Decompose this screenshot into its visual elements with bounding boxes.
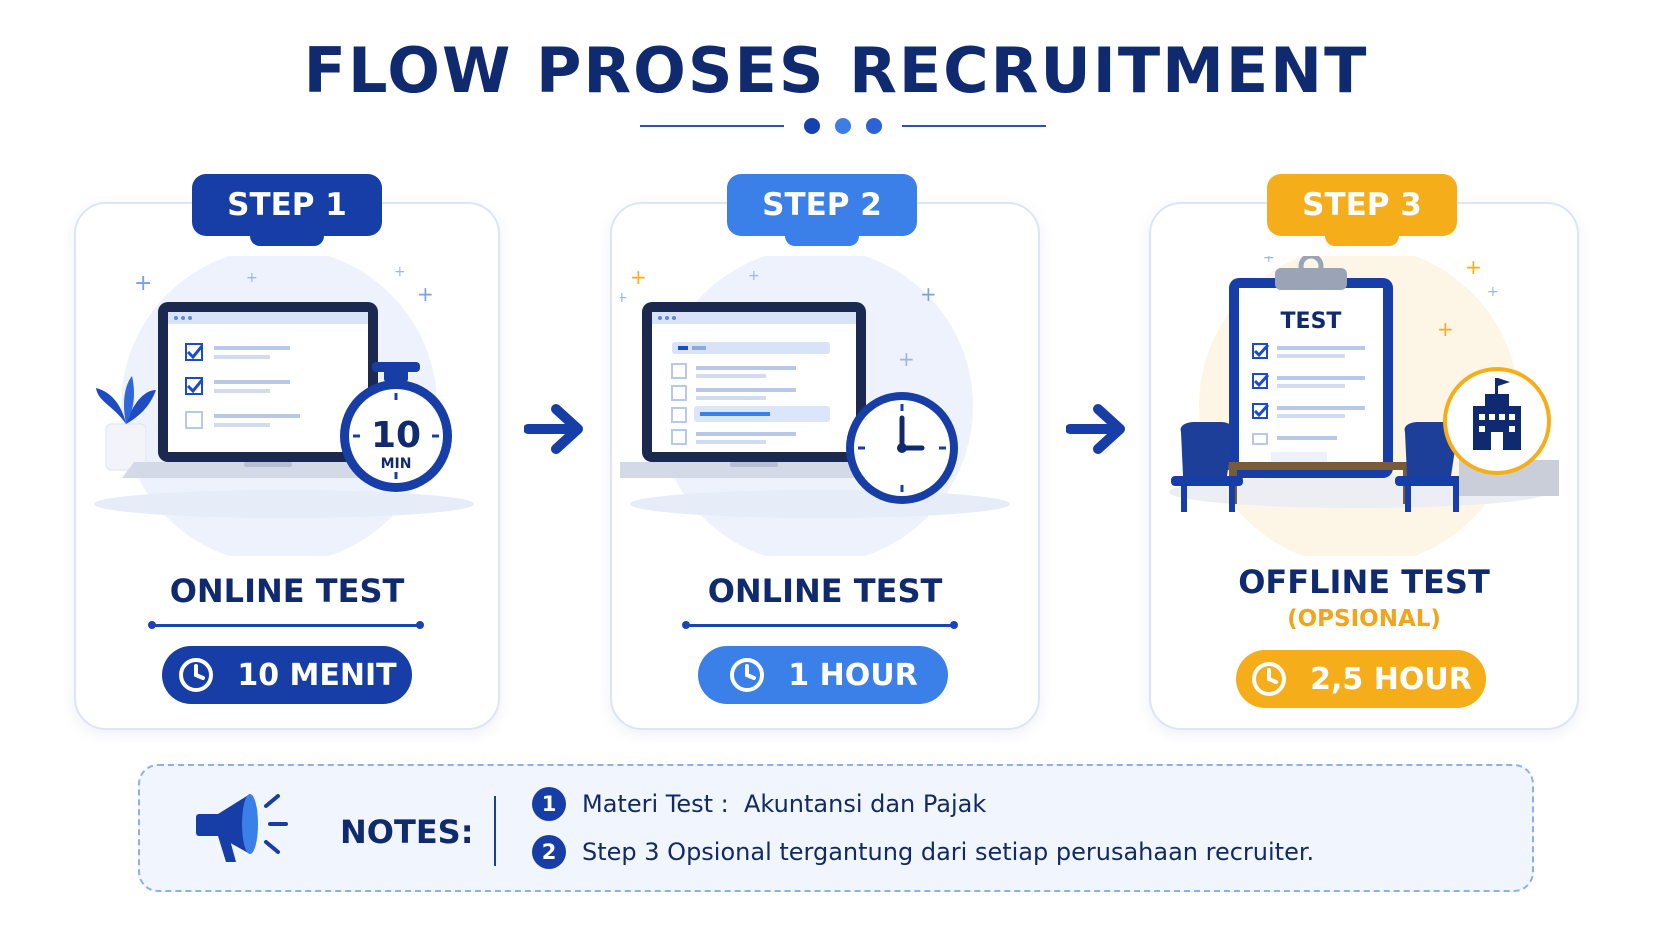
notes-title: NOTES: [340,813,474,851]
step-2-duration: 1 HOUR [788,657,918,693]
step-1-underline [148,621,424,629]
step-2-label: ONLINE TEST [707,572,943,610]
clock-icon [730,658,765,692]
step-1-duration-pill: 10 MENIT [162,646,412,704]
timer-unit: MIN [381,456,412,472]
svg-text:+: + [1487,284,1499,300]
svg-text:+: + [620,290,628,306]
divider-dot [804,118,820,134]
step-2-badge: STEP 2 [727,174,917,246]
megaphone-icon [196,794,288,862]
svg-text:+: + [417,282,434,306]
step-3-duration-pill: 2,5 HOUR [1236,650,1486,708]
divider-dot [835,118,851,134]
svg-text:+: + [630,265,647,289]
step-3-label: OFFLINE TEST [1238,563,1490,601]
arrow-right-icon [524,404,583,454]
title-divider [640,114,1046,138]
svg-text:+: + [1465,256,1482,279]
svg-text:+: + [920,282,937,306]
svg-text:+: + [1159,256,1160,275]
step-3-sublabel: (OPSIONAL) [1287,606,1441,632]
svg-text:+: + [134,271,152,296]
divider-line-right [902,125,1046,127]
svg-text:+: + [898,347,915,371]
note-number-badge: 2 [532,835,566,869]
divider-dot [866,118,882,134]
timer-number: 10 [371,415,421,456]
clipboard-title: TEST [1281,309,1342,334]
clipboard-office-icon: + + + + + + TEST [1159,256,1559,556]
step-1-badge: STEP 1 [192,174,382,246]
note-text: Materi Test : Akuntansi dan Pajak [582,790,987,818]
note-item: 1 Materi Test : Akuntansi dan Pajak [532,787,986,821]
step-2-duration-pill: 1 HOUR [698,646,948,704]
laptop-stopwatch-icon: + + + + 10 MIN [94,256,474,556]
page-title: FLOW PROSES RECRUITMENT [303,34,1369,107]
note-text: Step 3 Opsional tergantung dari setiap p… [582,838,1315,866]
svg-text:+: + [1263,256,1275,266]
clock-icon [1252,662,1287,696]
divider-line-left [640,125,784,127]
notes-box [138,764,1534,892]
svg-text:+: + [1437,317,1454,341]
notes-separator [494,796,496,866]
clock-icon [179,658,214,692]
step-2-underline [682,621,958,629]
step-1-duration: 10 MENIT [237,657,397,693]
svg-text:+: + [394,264,406,280]
note-item: 2 Step 3 Opsional tergantung dari setiap… [532,835,1314,869]
arrow-right-icon [1066,404,1125,454]
svg-text:+: + [246,270,258,286]
step-3-badge: STEP 3 [1267,174,1457,246]
note-number-badge: 1 [532,787,566,821]
step-1-label: ONLINE TEST [169,572,405,610]
step-3-duration: 2,5 HOUR [1310,661,1472,697]
svg-text:+: + [748,268,760,284]
laptop-clock-icon: + + + + + [620,256,1010,556]
